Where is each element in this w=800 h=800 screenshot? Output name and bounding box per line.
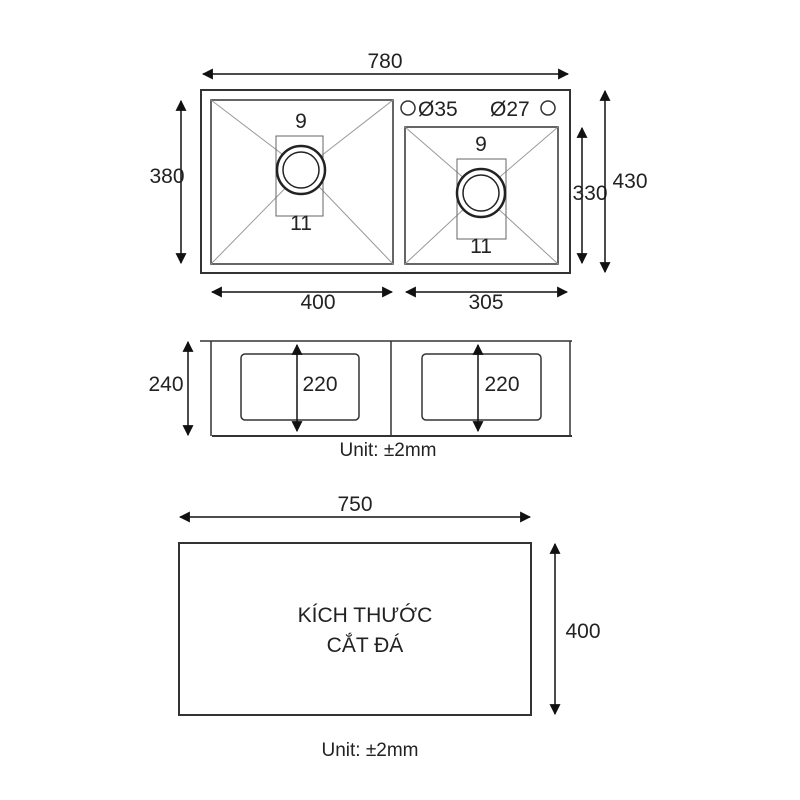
cutout-width-label: 750 xyxy=(337,493,372,516)
cutout-rect xyxy=(178,542,532,716)
right-drain-top-label: 9 xyxy=(475,133,487,156)
left-bowl-height-label: 380 xyxy=(149,165,184,188)
cutout-height-label: 400 xyxy=(565,620,600,643)
overall-width-label: 780 xyxy=(367,50,402,73)
side-right-bowl xyxy=(421,353,542,421)
top-view: Ø35 Ø27 9 11 9 11 780 400 305 380 330 43… xyxy=(149,50,647,314)
hole-large-label: Ø35 xyxy=(418,98,458,121)
sink-outline xyxy=(200,89,571,274)
left-drain-bottom-label: 11 xyxy=(290,212,312,235)
faucet-hole-left xyxy=(400,100,416,116)
stone-cutout: 750 400 KÍCH THƯỚC CẮT ĐÁ Unit: ±2mm xyxy=(178,493,601,761)
right-bowl xyxy=(404,126,559,265)
side-view: 240 220 220 Unit: ±2mm xyxy=(148,340,572,461)
overall-depth-label: 240 xyxy=(148,373,183,396)
hole-small-label: Ø27 xyxy=(490,98,530,121)
cutout-unit-note: Unit: ±2mm xyxy=(322,740,419,761)
cutout-label-line2: CẮT ĐÁ xyxy=(327,633,404,657)
right-bowl-depth-label: 220 xyxy=(484,373,519,396)
overall-height-label: 430 xyxy=(612,170,647,193)
right-bowl-width-label: 305 xyxy=(468,291,503,314)
right-drain-bottom-label: 11 xyxy=(470,235,492,258)
side-left-bowl xyxy=(240,353,360,421)
side-unit-note: Unit: ±2mm xyxy=(340,440,437,461)
cutout-label-line1: KÍCH THƯỚC xyxy=(298,604,433,627)
right-bowl-height-label: 330 xyxy=(572,182,607,205)
left-bowl-width-label: 400 xyxy=(300,291,335,314)
left-drain-top-label: 9 xyxy=(295,110,307,133)
left-bowl-depth-label: 220 xyxy=(302,373,337,396)
faucet-hole-right xyxy=(540,100,556,116)
left-bowl xyxy=(210,99,394,265)
